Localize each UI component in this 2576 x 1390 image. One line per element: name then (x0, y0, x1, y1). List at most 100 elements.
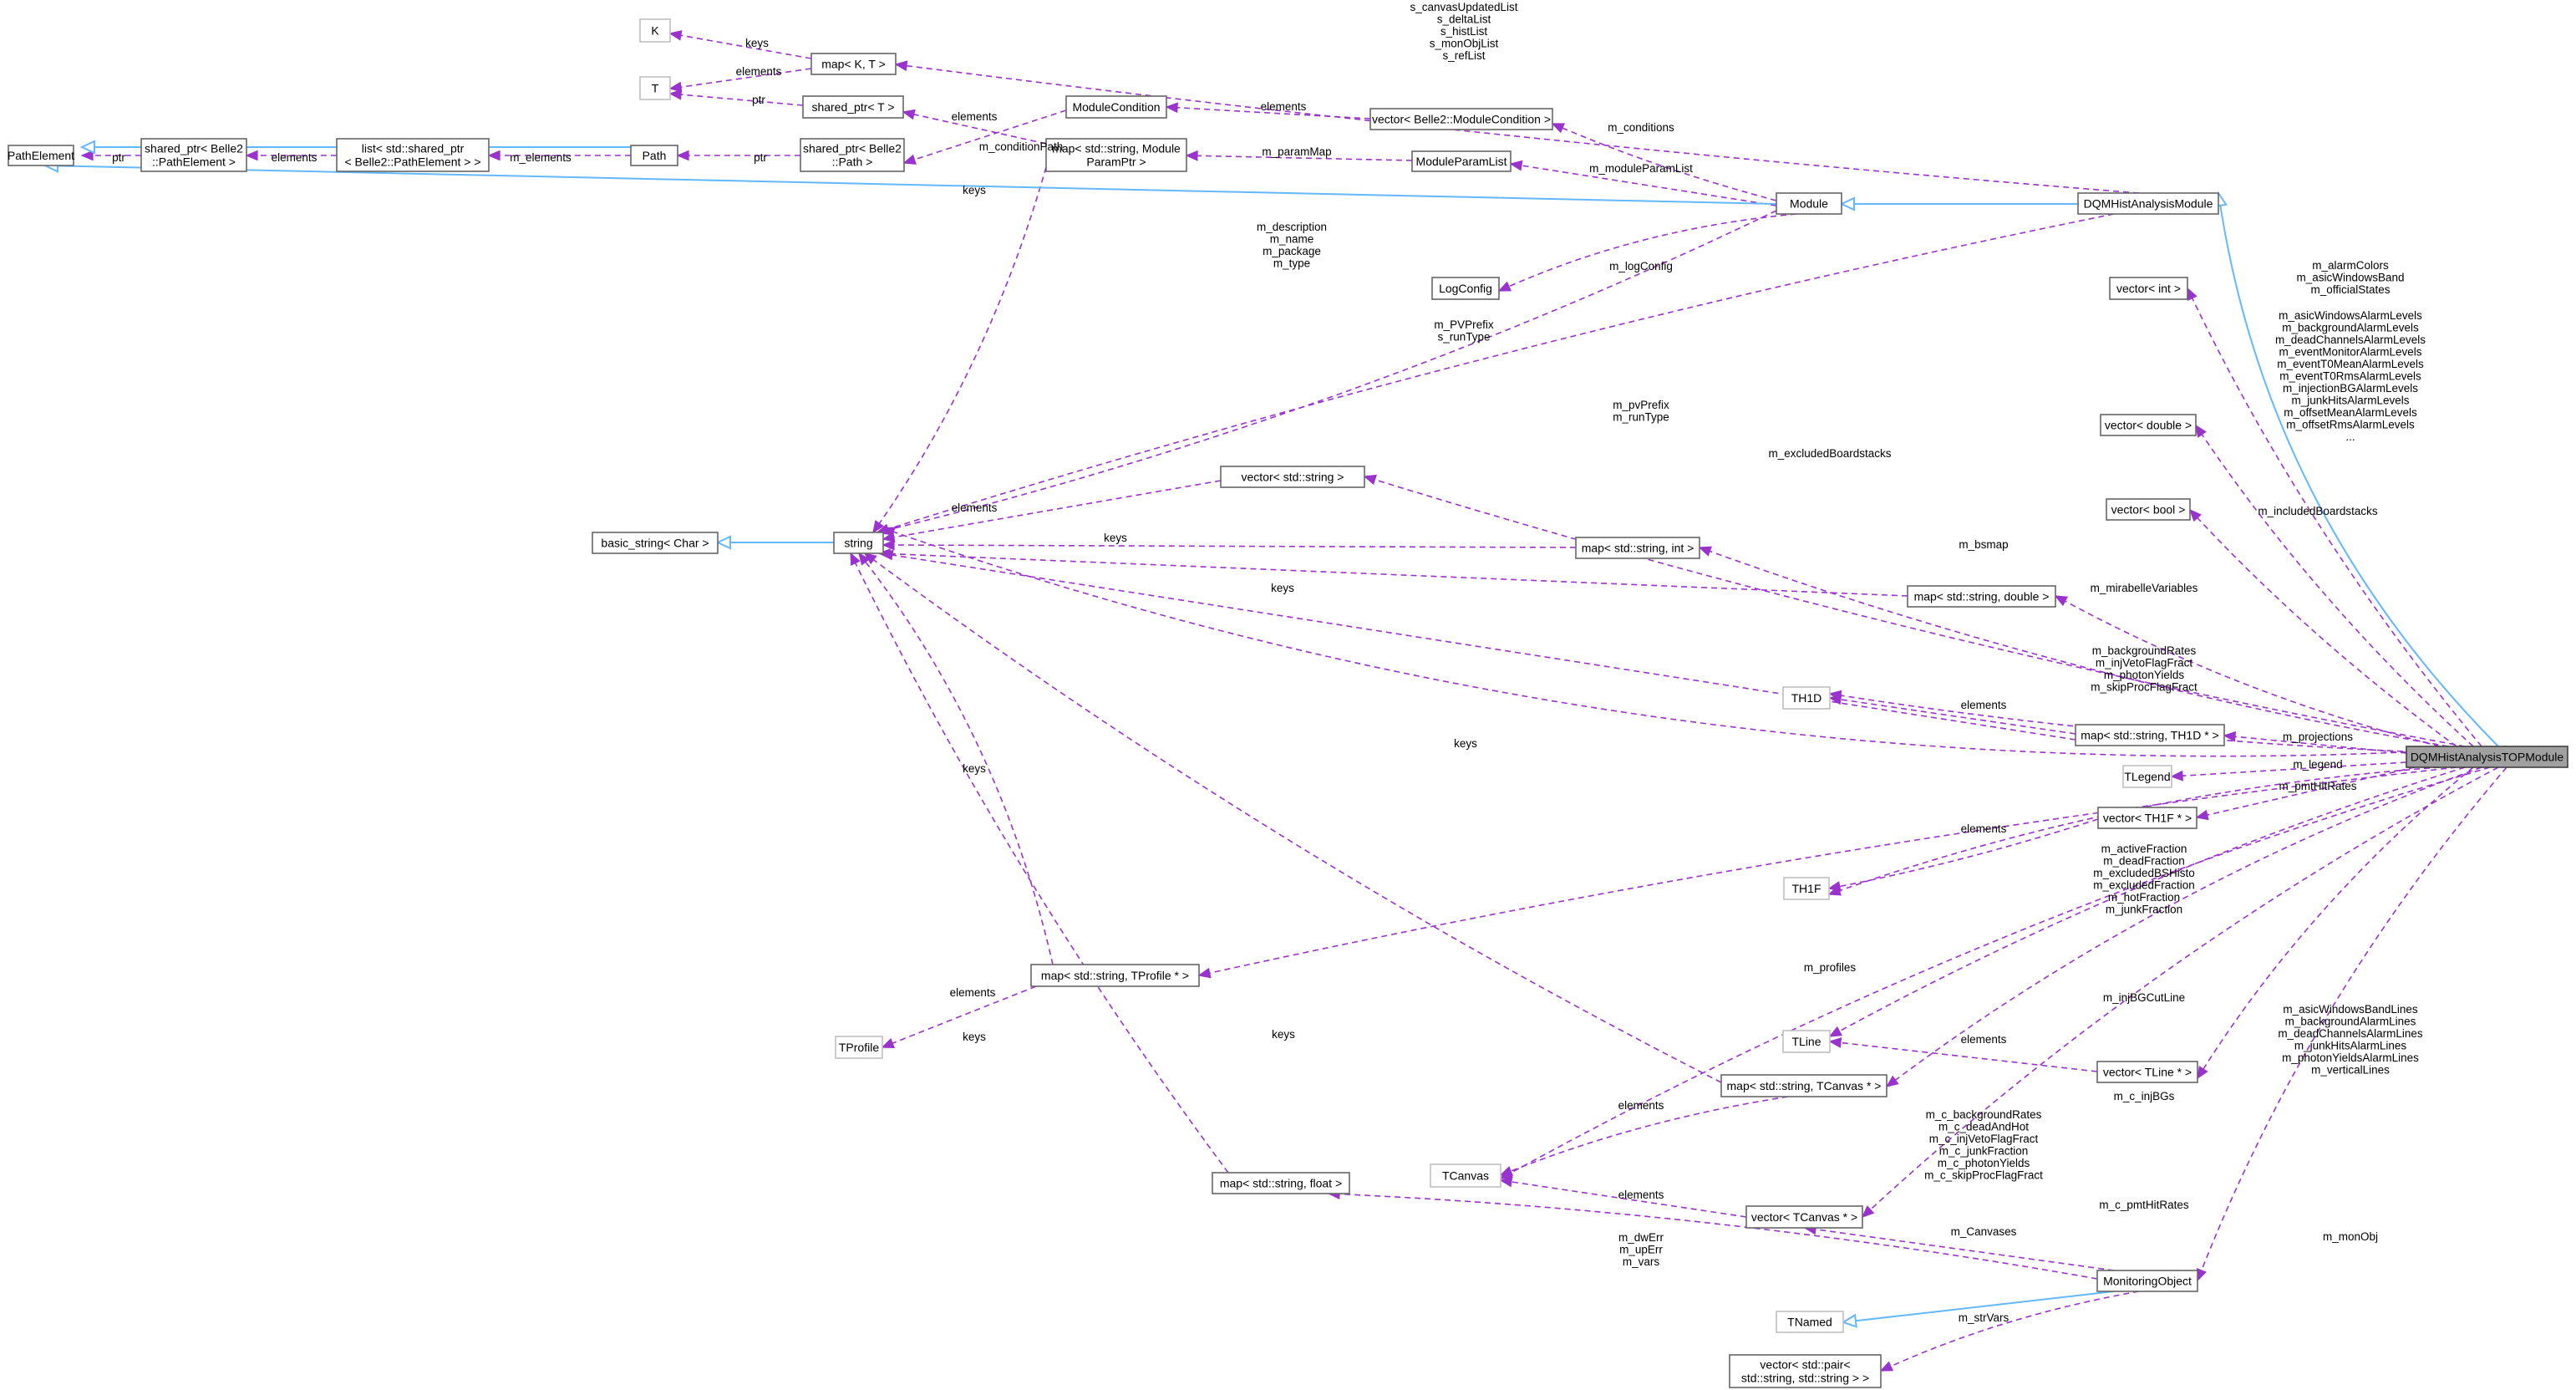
node-box (1220, 466, 1365, 488)
edge-label-vec-th1f-to-th1-f: elements (1961, 822, 2007, 835)
node-map-kt[interactable]: map< K, T > (810, 53, 897, 75)
edge-vec-string-to-string (882, 480, 1222, 542)
node-monitoring-object[interactable]: MonitoringObject (2096, 1270, 2198, 1292)
node-label: map< std::string, float > (1220, 1177, 1342, 1190)
node-vec-string[interactable]: vector< std::string > (1220, 466, 1365, 488)
node-map-float[interactable]: map< std::string, float > (1212, 1172, 1350, 1194)
node-t[interactable]: T (639, 76, 671, 100)
node-th1-f[interactable]: TH1F (1783, 877, 1830, 900)
node-dqmhist-analysis-topmodule[interactable]: DQMHistAnalysisTOPModule (2406, 746, 2568, 768)
node-vec-tline[interactable]: vector< TLine * > (2096, 1061, 2198, 1083)
node-th1-d[interactable]: TH1D (1782, 686, 1831, 710)
edge-label-line: m_c_photonYields (1938, 1157, 2030, 1169)
usage-line (893, 480, 1222, 538)
edge-label-line: ptr (752, 94, 765, 106)
node-log-config[interactable]: LogConfig (1431, 277, 1500, 300)
node-box (8, 145, 74, 166)
usage-arrowhead (894, 60, 908, 72)
usage-line (2065, 600, 2441, 747)
node-map-tprofile[interactable]: map< std::string, TProfile * > (1030, 964, 1200, 987)
node-tprofile[interactable]: TProfile (835, 1036, 883, 1059)
edge-label-dqmhist-analysis-topmodule-to-tlegend: m_legend (2293, 758, 2342, 771)
usage-arrowhead (902, 154, 917, 165)
node-k[interactable]: K (639, 18, 671, 43)
edge-label-line: m_conditionPath (979, 140, 1064, 153)
node-sp-t[interactable]: shared_ptr< T > (802, 95, 904, 119)
usage-line (1374, 479, 2466, 747)
node-box (810, 53, 897, 75)
edge-dqmhist-analysis-topmodule-to-map-double (2054, 595, 2441, 747)
edge-label-line: m_injBGCutLine (2103, 991, 2185, 1004)
node-path-element[interactable]: PathElement (8, 145, 74, 166)
edge-label-line: m_c_backgroundRates (1926, 1108, 2042, 1121)
node-module[interactable]: Module (1776, 192, 1842, 215)
node-tline[interactable]: TLine (1782, 1030, 1831, 1053)
usage-arrowhead (2195, 424, 2207, 438)
node-tnamed[interactable]: TNamed (1776, 1311, 1844, 1333)
usage-line (878, 166, 1047, 524)
usage-line (855, 563, 1229, 1174)
node-label: list< std::shared_ptr (362, 142, 465, 155)
edge-label-line: s_canvasUpdatedList (1410, 1, 1517, 13)
edge-label-line: m_injectionBGAlarmLevels (2283, 382, 2418, 395)
edge-vec-modcond-to-module-condition (1165, 102, 1371, 120)
node-map-th1d[interactable]: map< std::string, TH1D * > (2075, 724, 2225, 746)
node-vec-tcanvas[interactable]: vector< TCanvas * > (1745, 1205, 1863, 1229)
usage-arrowhead (1828, 690, 1842, 701)
edge-label-line: m_paramMap (1262, 145, 1331, 158)
node-string[interactable]: string (833, 532, 884, 554)
node-label: string (844, 537, 872, 550)
edge-label-line: m_deadChannelsAlarmLevels (2275, 333, 2426, 346)
node-module-param-list[interactable]: ModuleParamList (1411, 150, 1512, 172)
node-vec-th1f[interactable]: vector< TH1F * > (2097, 807, 2197, 829)
usage-line (2201, 434, 2474, 747)
usage-line (1840, 1041, 2098, 1072)
node-box (835, 1036, 883, 1059)
edge-label-vec-tcanvas-to-tcanvas: elements (1618, 1189, 1664, 1201)
edge-label-line: elements (1261, 100, 1307, 113)
edge-label-vec-modcond-to-module-condition: elements (1261, 100, 1307, 113)
node-vec-pair[interactable]: vector< std::pair<std::string, std::stri… (1729, 1354, 1882, 1388)
node-path[interactable]: Path (630, 145, 678, 166)
edge-label-line: m_description (1257, 221, 1327, 233)
node-box (1745, 1205, 1863, 1229)
edge-label-line: keys (1272, 1028, 1295, 1041)
edge-label-line: keys (1454, 737, 1477, 750)
edge-label-dqmhist-analysis-module-to-map-kt: s_canvasUpdatedLists_deltaLists_histList… (1410, 1, 1517, 62)
edge-label-line: m_asicWindowsAlarmLevels (2279, 309, 2422, 322)
node-map-double[interactable]: map< std::string, double > (1907, 585, 2056, 608)
diagram-nodes: PathElement shared_ptr< Belle2::PathEleme… (8, 18, 2568, 1388)
node-map-int[interactable]: map< std::string, int > (1575, 537, 1700, 559)
node-module-condition[interactable]: ModuleCondition (1065, 95, 1167, 119)
node-sp-path[interactable]: shared_ptr< Belle2::Path > (800, 138, 905, 172)
node-tlegend[interactable]: TLegend (2122, 765, 2172, 788)
node-label: map< std::string, TH1D * > (2081, 729, 2218, 742)
inheritance-line (2219, 205, 2499, 747)
node-label: vector< Belle2::ModuleCondition > (1372, 113, 1551, 126)
node-dqmhist-analysis-module[interactable]: DQMHistAnalysisModule (2077, 192, 2219, 215)
node-vec-int[interactable]: vector< int > (2109, 277, 2188, 300)
usage-line (1508, 213, 1797, 288)
usage-arrowhead (1885, 1075, 1899, 1087)
node-map-tcanvas[interactable]: map< std::string, TCanvas * > (1720, 1074, 1888, 1097)
node-vec-bool[interactable]: vector< bool > (2106, 498, 2191, 521)
node-sp-path-element[interactable]: shared_ptr< Belle2::PathElement > (140, 138, 247, 172)
edge-label-map-paramptr-to-sp-t: elements (952, 110, 998, 123)
node-box (2096, 1270, 2198, 1292)
node-box (592, 532, 719, 554)
node-label: vector< std::pair< (1760, 1358, 1850, 1372)
node-vec-modcond[interactable]: vector< Belle2::ModuleCondition > (1369, 108, 1553, 130)
edge-label-map-tprofile-to-tprofile: elements (950, 986, 996, 999)
node-box (336, 138, 490, 172)
edge-label-line: elements (1618, 1099, 1664, 1112)
usage-line (887, 210, 1777, 531)
node-vec-double[interactable]: vector< double > (2100, 414, 2197, 436)
edge-label-line: m_name (1270, 233, 1314, 246)
usage-line (1870, 766, 2499, 1210)
edge-label-line: s_runType (1437, 331, 1490, 344)
node-tcanvas[interactable]: TCanvas (1430, 1163, 1501, 1188)
node-list-sp[interactable]: list< std::shared_ptr< Belle2::PathEleme… (336, 138, 490, 172)
edge-map-kt-to-t (668, 68, 812, 93)
node-basic-string[interactable]: basic_string< Char > (592, 532, 719, 554)
